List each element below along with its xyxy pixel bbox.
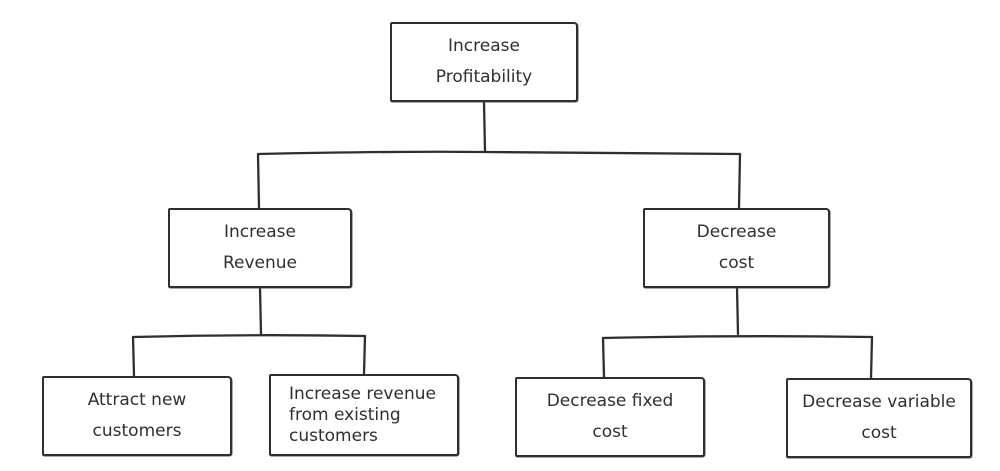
connector-revenue-to-existing-customers (362, 334, 367, 376)
node-label: Attract new customers (87, 390, 187, 441)
connector-cost-stem (735, 285, 740, 336)
connector-root-stem (482, 100, 487, 153)
node-label: Increase Profitability (435, 36, 533, 87)
connector-root-to-revenue (256, 152, 261, 210)
connector-cost-to-variable (869, 335, 874, 380)
connector-revenue-to-new-customers (131, 335, 136, 378)
connector-revenue-bar (131, 334, 367, 339)
node-increase-revenue-existing-customers: Increase revenue from existing customers (269, 374, 459, 456)
connector-cost-to-fixed (601, 336, 606, 379)
connector-revenue-stem (258, 286, 263, 336)
node-label: Increase revenue from existing customers (289, 383, 436, 446)
node-decrease-variable-cost: Decrease variable cost (786, 378, 972, 458)
node-increase-revenue: Increase Revenue (168, 208, 352, 288)
node-label: Decrease cost (696, 222, 777, 273)
connector-cost-bar (601, 335, 874, 340)
node-increase-profitability: Increase Profitability (390, 22, 578, 102)
node-label: Decrease variable cost (802, 392, 956, 443)
node-label: Decrease fixed cost (546, 391, 674, 442)
node-decrease-fixed-cost: Decrease fixed cost (515, 377, 705, 457)
connector-root-to-cost (737, 152, 742, 210)
node-label: Increase Revenue (222, 222, 298, 273)
node-decrease-cost: Decrease cost (643, 208, 830, 288)
connector-root-bar (256, 150, 742, 156)
node-attract-new-customers: Attract new customers (42, 376, 232, 456)
